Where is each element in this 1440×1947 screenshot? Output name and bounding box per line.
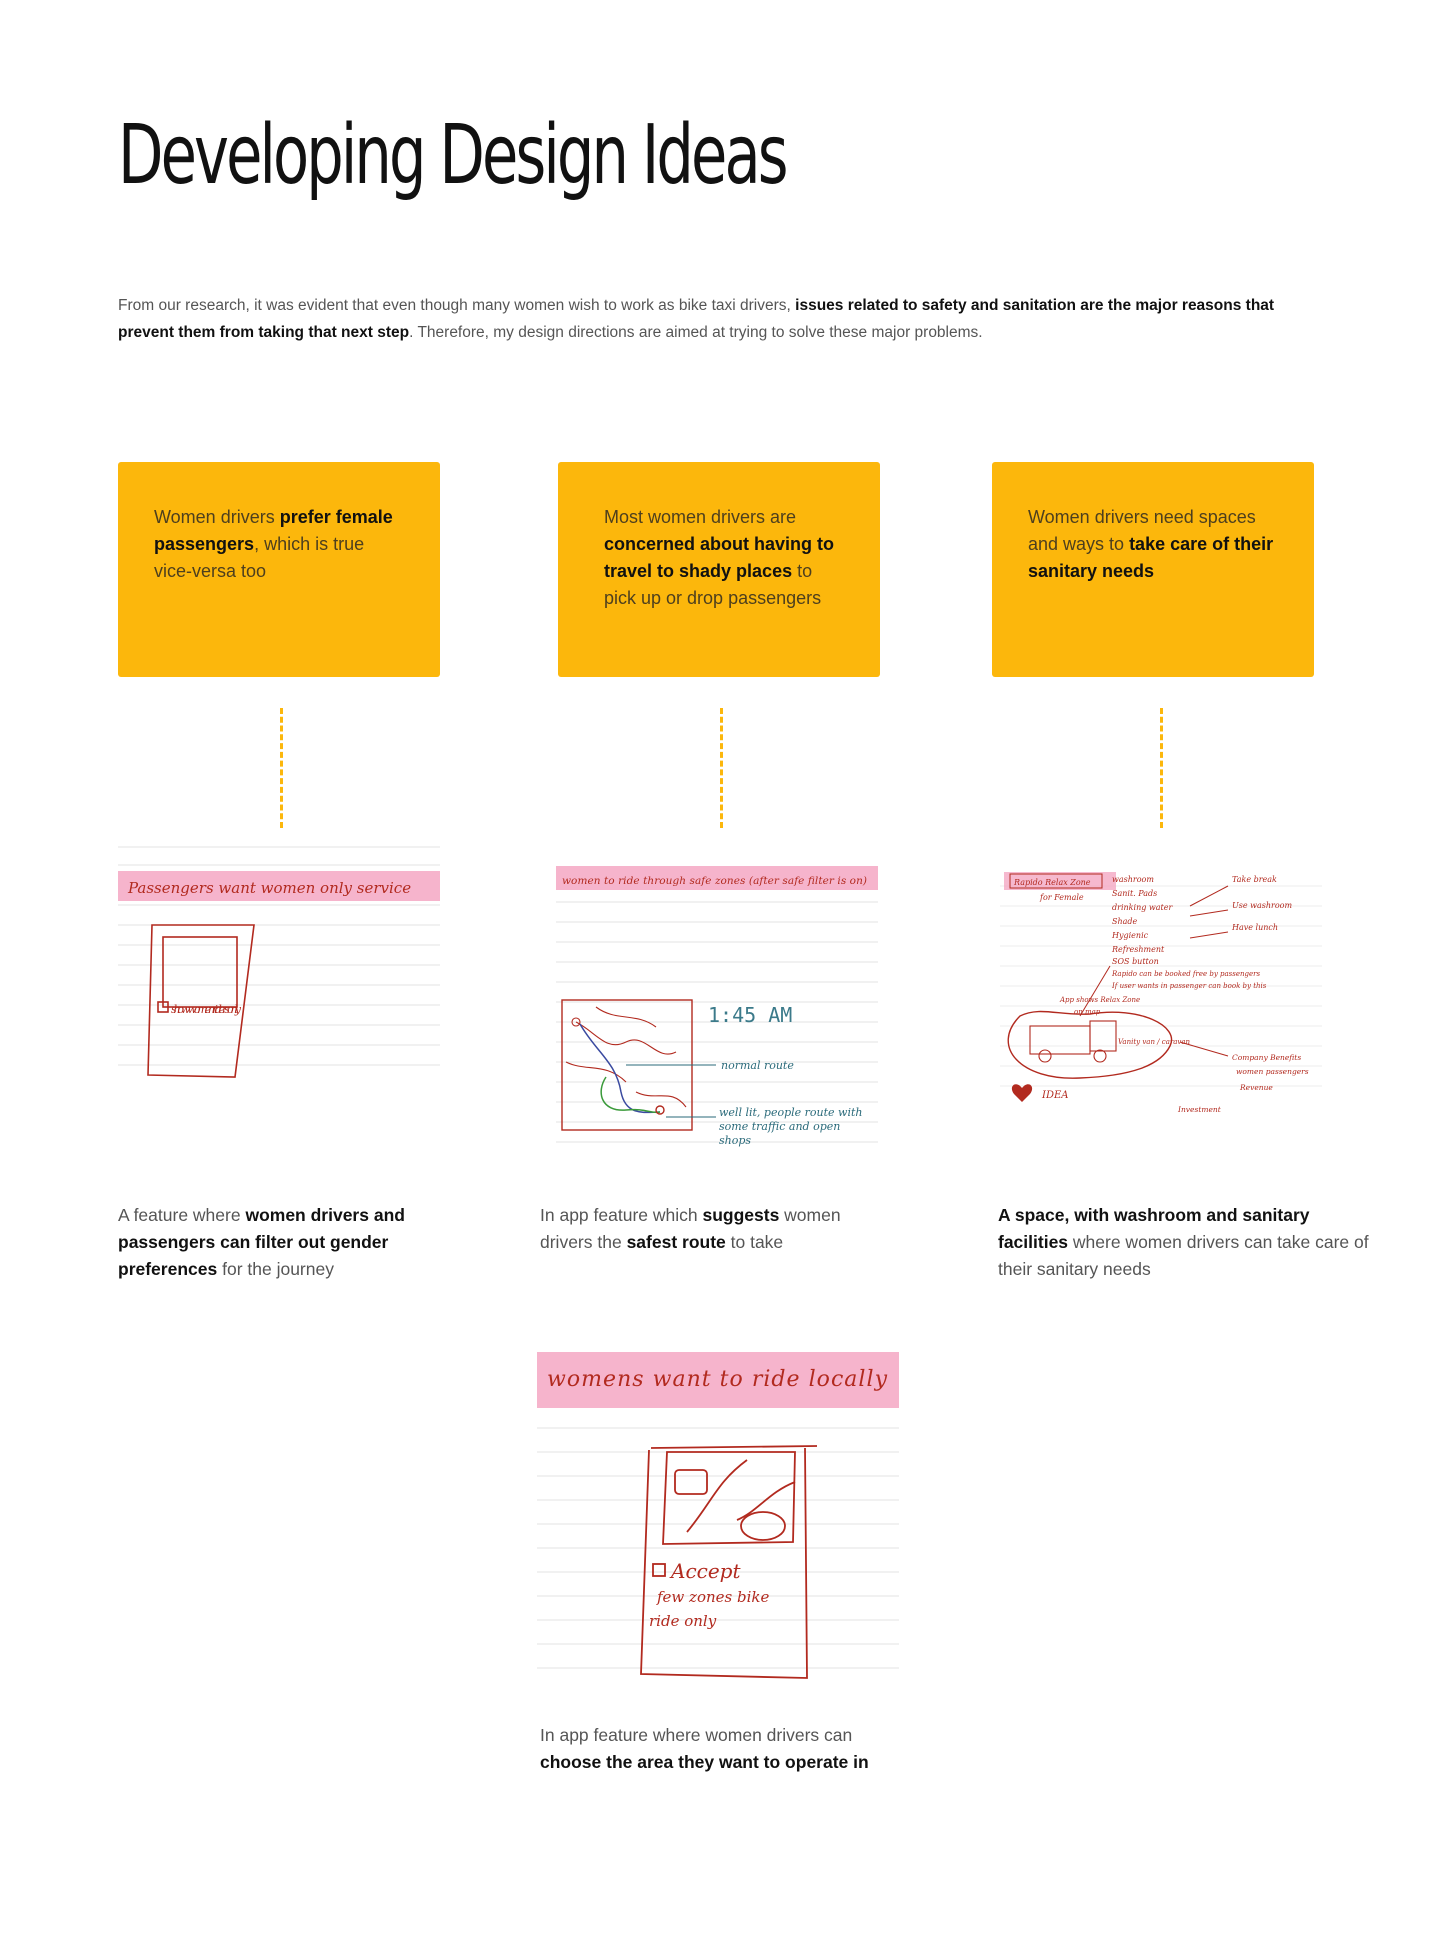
sketch-safe-route-drawing: women to ride through safe zones (after … bbox=[556, 866, 878, 1147]
sketch-local-zones-drawing: womens want to ride locally Accept few z… bbox=[537, 1352, 899, 1679]
svg-text:Hygienic: Hygienic bbox=[1111, 931, 1149, 940]
svg-text:Rapido can be booked free by p: Rapido can be booked free by passengers bbox=[1111, 970, 1260, 978]
sketch-local-zones: womens want to ride locally Accept few z… bbox=[537, 1352, 899, 1682]
sketch-safe-route: women to ride through safe zones (after … bbox=[556, 862, 878, 1162]
caption-safe-route: In app feature which suggests women driv… bbox=[540, 1205, 841, 1252]
sketch-4-banner-text: womens want to ride locally bbox=[547, 1367, 888, 1392]
sketch-2-note-safe: well lit, people route with some traffic… bbox=[719, 1106, 863, 1147]
svg-text:App shows Relax Zone: App shows Relax Zone bbox=[1059, 996, 1140, 1004]
svg-text:If user wants in passenger: If user wants in passenger can book by t… bbox=[1111, 982, 1267, 990]
heart-icon bbox=[1011, 1084, 1033, 1102]
intro-paragraph: From our research, it was evident that e… bbox=[118, 297, 1275, 341]
caption-local-zones: In app feature where women drivers can c… bbox=[540, 1725, 869, 1772]
svg-text:drinking water: drinking water bbox=[1112, 903, 1173, 912]
svg-text:Take break: Take break bbox=[1232, 875, 1277, 884]
svg-text:SOS button: SOS button bbox=[1112, 957, 1159, 966]
svg-text:Vanity van / caravan: Vanity van / caravan bbox=[1118, 1038, 1191, 1046]
sketch-4-note-zones: few zones bike bbox=[656, 1588, 769, 1606]
page-title: Developing Design Ideas bbox=[118, 108, 789, 203]
sketch-gender-filter-drawing: Passengers want women only service show … bbox=[118, 846, 440, 1078]
sketch-relax-zone: Rapido Relax Zone for Female washroom Sa… bbox=[1000, 866, 1322, 1116]
svg-text:Investment: Investment bbox=[1177, 1105, 1222, 1114]
sketch-1-note: show women riders only bbox=[171, 1003, 242, 1016]
connector-line-2 bbox=[720, 708, 723, 828]
sketch-gender-filter: Passengers want women only service show … bbox=[118, 845, 440, 1080]
sketch-2-time: 1:45 AM bbox=[708, 1003, 792, 1027]
sketch-2-note-normal: normal route bbox=[721, 1059, 794, 1072]
svg-text:Have lunch: Have lunch bbox=[1231, 923, 1278, 932]
svg-text:Revenue: Revenue bbox=[1239, 1083, 1273, 1092]
svg-text:on map: on map bbox=[1074, 1008, 1101, 1016]
caption-gender-filter: A feature where women drivers and passen… bbox=[118, 1205, 405, 1279]
svg-text:Shade: Shade bbox=[1112, 917, 1138, 926]
sketch-relax-zone-drawing: Rapido Relax Zone for Female washroom Sa… bbox=[1000, 872, 1322, 1114]
sketch-3-sub: for Female bbox=[1039, 893, 1084, 902]
sketch-4-note-accept: Accept bbox=[669, 1559, 741, 1583]
sketch-2-banner-text: women to ride through safe zones (after … bbox=[562, 875, 867, 887]
sketch-4-note-ride: ride only bbox=[649, 1612, 717, 1630]
connector-line-1 bbox=[280, 708, 283, 828]
sketch-3-tag: Rapido Relax Zone bbox=[1013, 878, 1091, 887]
insight-card-3: Women drivers need spaces and ways to ta… bbox=[992, 462, 1314, 677]
sketch-1-banner-text: Passengers want women only service bbox=[127, 879, 411, 897]
moon-icon bbox=[727, 954, 764, 991]
insight-card-1: Women drivers prefer female passengers, … bbox=[118, 462, 440, 677]
svg-text:women passengers: women passengers bbox=[1236, 1067, 1309, 1076]
svg-text:Use washroom: Use washroom bbox=[1232, 901, 1292, 910]
connector-line-3 bbox=[1160, 708, 1163, 828]
svg-text:Refreshment: Refreshment bbox=[1111, 945, 1165, 954]
sketch-3-idea: IDEA bbox=[1041, 1090, 1069, 1101]
insight-card-2: Most women drivers are concerned about h… bbox=[558, 462, 880, 677]
caption-relax-zone: A space, with washroom and sanitary faci… bbox=[998, 1205, 1369, 1279]
svg-text:Sanit. Pads: Sanit. Pads bbox=[1112, 889, 1157, 898]
svg-text:washroom: washroom bbox=[1112, 875, 1154, 884]
svg-text:Company Benefits: Company Benefits bbox=[1232, 1053, 1301, 1062]
